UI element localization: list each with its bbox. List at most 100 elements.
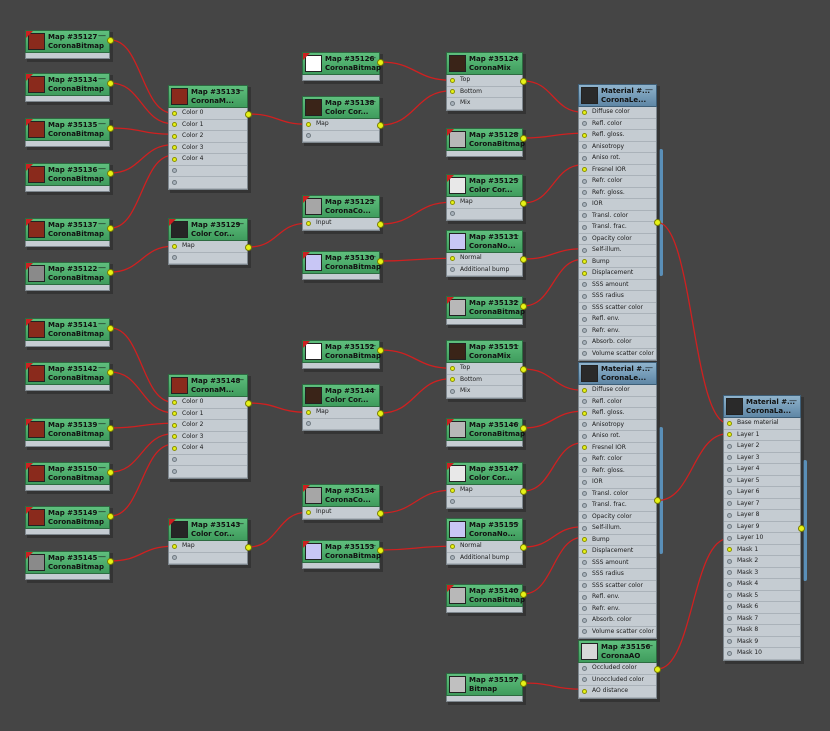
slot-socket-icon[interactable] — [582, 525, 587, 531]
slot-socket-icon[interactable] — [582, 560, 587, 565]
output-socket-icon[interactable] — [245, 543, 252, 551]
input-slot[interactable]: Map — [447, 485, 522, 497]
input-slot[interactable] — [169, 553, 247, 564]
input-slot[interactable]: Transl. frac. — [579, 222, 656, 234]
input-slot[interactable]: Additional bump — [447, 265, 522, 276]
output-socket-icon[interactable] — [107, 169, 114, 177]
collapse-icon[interactable]: — — [511, 674, 519, 683]
input-slot[interactable]: Bump — [579, 257, 656, 268]
slot-socket-icon[interactable] — [172, 555, 177, 560]
input-slot[interactable]: Absorb. color — [579, 615, 656, 627]
slot-socket-icon[interactable] — [727, 420, 732, 426]
input-slot[interactable]: Mask 7 — [724, 614, 800, 625]
slot-socket-icon[interactable] — [582, 190, 587, 195]
input-slot[interactable]: Mask 1 — [724, 545, 800, 556]
input-slot[interactable]: Layer 1 — [724, 430, 800, 441]
slot-socket-icon[interactable] — [582, 387, 587, 393]
collapse-icon[interactable]: — — [511, 419, 519, 428]
output-socket-icon[interactable] — [654, 665, 661, 673]
input-slot[interactable]: Refr. gloss. — [579, 188, 656, 199]
slot-socket-icon[interactable] — [582, 502, 587, 508]
slot-socket-icon[interactable] — [582, 479, 587, 485]
slot-socket-icon[interactable] — [727, 455, 732, 460]
output-socket-icon[interactable] — [654, 219, 661, 226]
input-slot[interactable]: Color 4 — [169, 154, 247, 166]
input-slot[interactable]: Mask 6 — [724, 602, 800, 614]
slot-socket-icon[interactable] — [582, 121, 587, 126]
collapse-icon[interactable]: — — [511, 53, 519, 62]
slot-socket-icon[interactable] — [727, 616, 732, 621]
input-slot[interactable]: Layer 7 — [724, 499, 800, 510]
input-slot[interactable]: Volume scatter color — [579, 627, 656, 638]
slot-socket-icon[interactable] — [582, 677, 587, 682]
slot-socket-icon[interactable] — [306, 133, 311, 138]
input-slot[interactable]: Layer 3 — [724, 453, 800, 464]
slot-socket-icon[interactable] — [172, 110, 177, 116]
collapse-icon[interactable]: — — [511, 175, 519, 184]
input-slot[interactable]: Layer 5 — [724, 476, 800, 487]
slot-socket-icon[interactable] — [727, 581, 732, 587]
input-slot[interactable]: Mask 8 — [724, 625, 800, 637]
input-slot[interactable]: Aniso rot. — [579, 431, 656, 443]
slot-socket-icon[interactable] — [172, 434, 177, 439]
output-socket-icon[interactable] — [798, 524, 805, 532]
input-slot[interactable]: Refr. env. — [579, 604, 656, 615]
input-slot[interactable]: Refr. env. — [579, 326, 656, 337]
input-slot[interactable]: Color 3 — [169, 432, 247, 443]
input-slot[interactable]: Color 0 — [169, 108, 247, 120]
input-slot[interactable]: Anisotropy — [579, 142, 656, 153]
input-slot[interactable]: Input — [303, 218, 379, 230]
input-slot[interactable]: Anisotropy — [579, 420, 656, 431]
slot-socket-icon[interactable] — [172, 422, 177, 428]
collapse-icon[interactable]: — — [368, 196, 376, 205]
slot-socket-icon[interactable] — [582, 491, 587, 496]
collapse-icon[interactable]: — — [98, 419, 106, 428]
input-slot[interactable]: Mask 4 — [724, 579, 800, 591]
input-slot[interactable]: Refr. color — [579, 454, 656, 466]
output-socket-icon[interactable] — [107, 36, 114, 44]
collapse-icon[interactable]: — — [511, 519, 519, 528]
input-slot[interactable]: Fresnel IOR — [579, 165, 656, 176]
slot-socket-icon[interactable] — [450, 555, 455, 560]
input-slot[interactable]: Layer 10 — [724, 533, 800, 545]
input-slot[interactable] — [169, 455, 247, 466]
collapse-icon[interactable]: — — [511, 129, 519, 138]
slot-socket-icon[interactable] — [727, 639, 732, 644]
slot-socket-icon[interactable] — [172, 411, 177, 416]
collapse-icon[interactable]: — — [368, 541, 376, 550]
input-slot[interactable]: Transl. frac. — [579, 500, 656, 512]
output-socket-icon[interactable] — [107, 368, 114, 376]
node-header[interactable]: Material #...CoronaLe...— — [578, 84, 657, 107]
slot-socket-icon[interactable] — [582, 433, 587, 439]
slot-socket-icon[interactable] — [582, 514, 587, 519]
slot-socket-icon[interactable] — [172, 468, 177, 474]
slot-socket-icon[interactable] — [306, 421, 311, 426]
input-slot[interactable]: Mix — [447, 98, 522, 110]
slot-socket-icon[interactable] — [450, 267, 455, 272]
collapse-icon[interactable]: — — [645, 641, 653, 650]
output-socket-icon[interactable] — [107, 268, 114, 276]
input-slot[interactable]: Mask 9 — [724, 637, 800, 648]
slot-socket-icon[interactable] — [450, 199, 455, 205]
collapse-icon[interactable]: — — [98, 119, 106, 128]
slot-socket-icon[interactable] — [582, 305, 587, 310]
slot-socket-icon[interactable] — [582, 688, 587, 694]
scroll-track[interactable] — [803, 460, 807, 582]
slot-socket-icon[interactable] — [727, 524, 732, 529]
